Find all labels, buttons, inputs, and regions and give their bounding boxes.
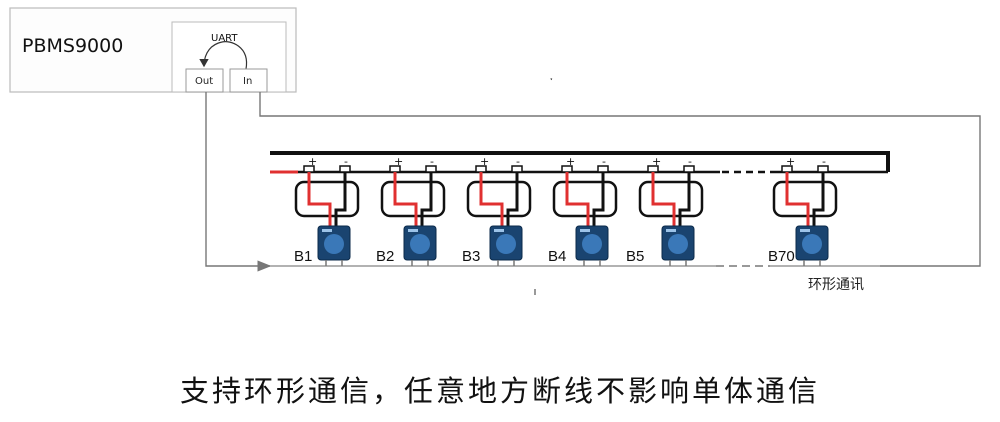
battery-unit-b4: + - B4: [548, 155, 618, 266]
bms-module-dial: [802, 234, 822, 254]
bms-module-dial: [668, 234, 688, 254]
battery-label-b70: B70: [768, 248, 795, 265]
battery-unit-b2: + - B2: [376, 155, 446, 266]
negative-sense-wire: [592, 172, 605, 228]
negative-sense-wire: [420, 172, 433, 228]
positive-sense-wire: [393, 172, 418, 228]
battery-cell-frame: [552, 180, 618, 218]
minus-sign: -: [688, 155, 692, 168]
bms-module-dial: [324, 234, 344, 254]
battery-cell-frame: [380, 180, 446, 218]
page-marker-bottom: [534, 289, 536, 295]
negative-sense-wire: [334, 172, 347, 228]
positive-sense-wire: [565, 172, 590, 228]
battery-bus: [270, 151, 890, 174]
positive-sense-wire: [307, 172, 332, 228]
bms-module-dial: [410, 234, 430, 254]
minus-sign: -: [430, 155, 434, 168]
minus-sign: -: [516, 155, 520, 168]
in-return-line: [259, 92, 981, 267]
out-port-label: Out: [195, 76, 213, 87]
positive-sense-wire: [651, 172, 676, 228]
page-marker-top: ˑ: [548, 74, 555, 87]
battery-units: + - B1 + - B2 + - B3 + - B4 + - B5 + - B70: [294, 155, 838, 266]
battery-cell-frame: [466, 180, 532, 218]
bms-module-led: [408, 229, 418, 232]
out-feed-line: [205, 92, 272, 272]
battery-unit-b70: + - B70: [768, 155, 838, 266]
battery-label-b1: B1: [294, 248, 312, 265]
plus-sign: +: [652, 155, 661, 168]
battery-label-b4: B4: [548, 248, 566, 265]
battery-unit-b5: + - B5: [626, 155, 704, 266]
bms-module-dial: [582, 234, 602, 254]
negative-sense-wire: [678, 172, 691, 228]
ring-communication-lines: [205, 92, 981, 272]
uart-loopback-arrow: [199, 41, 248, 70]
caption-text: 支持环形通信，任意地方断线不影响单体通信: [179, 374, 820, 408]
battery-cell-frame: [772, 180, 838, 218]
bms-module-led: [580, 229, 590, 232]
uart-label: UART: [211, 33, 238, 44]
positive-sense-wire: [785, 172, 810, 228]
battery-label-b3: B3: [462, 248, 480, 265]
battery-label-b5: B5: [626, 248, 644, 265]
battery-unit-b1: + - B1: [294, 155, 360, 266]
plus-sign: +: [308, 155, 317, 168]
negative-sense-wire: [506, 172, 519, 228]
bms-module-led: [666, 229, 676, 232]
positive-sense-wire: [479, 172, 504, 228]
battery-unit-b3: + - B3: [462, 155, 532, 266]
plus-sign: +: [566, 155, 575, 168]
battery-cell-frame: [294, 180, 360, 218]
in-port-label: In: [243, 76, 252, 87]
minus-sign: -: [602, 155, 606, 168]
battery-label-b2: B2: [376, 248, 394, 265]
minus-sign: -: [344, 155, 348, 168]
bms-module-led: [322, 229, 332, 232]
plus-sign: +: [786, 155, 795, 168]
minus-sign: -: [822, 155, 826, 168]
pbms-device-title: PBMS9000: [22, 35, 123, 57]
bms-module-led: [800, 229, 810, 232]
plus-sign: +: [394, 155, 403, 168]
bms-module-led: [494, 229, 504, 232]
negative-sense-wire: [812, 172, 825, 228]
ring-communication-label: 环形通讯: [808, 277, 864, 293]
in-port: [229, 68, 268, 93]
pbms-device: PBMS9000 UART Out In: [9, 7, 297, 93]
plus-sign: +: [480, 155, 489, 168]
battery-cell-frame: [638, 180, 704, 218]
bms-module-dial: [496, 234, 516, 254]
out-port: [185, 68, 224, 93]
